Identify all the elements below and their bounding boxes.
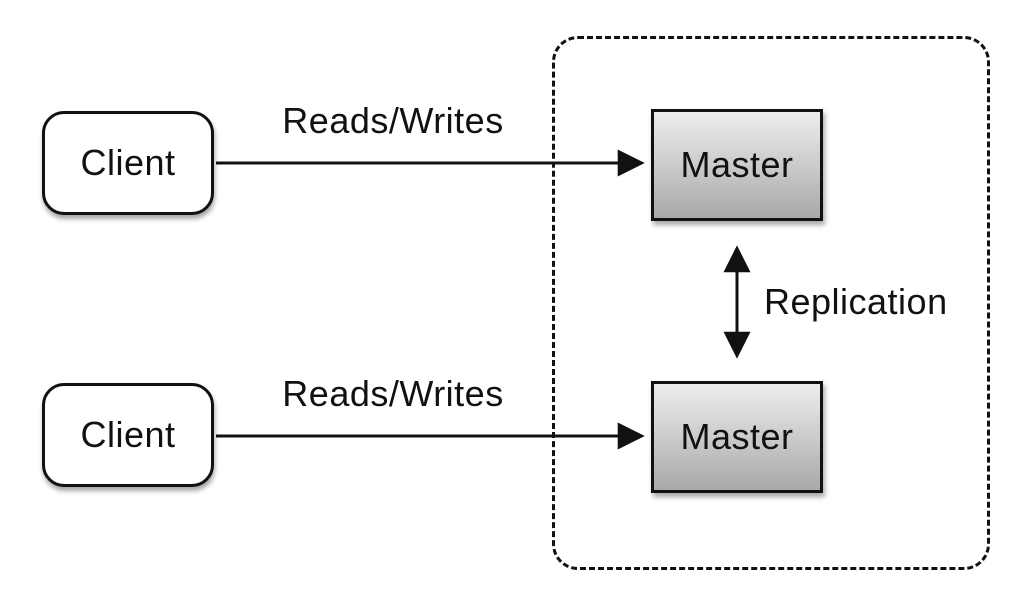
master-node-bottom: Master [651, 381, 823, 493]
replication-boundary-box [552, 36, 990, 570]
client-node-bottom-label: Client [80, 414, 176, 455]
client-node-top: Client [42, 111, 214, 215]
master-node-top: Master [651, 109, 823, 221]
reads-writes-label-bottom: Reads/Writes [282, 373, 504, 414]
master-node-bottom-label: Master [680, 416, 794, 457]
client-node-top-label: Client [80, 142, 176, 183]
master-node-top-label: Master [680, 144, 794, 185]
client-node-bottom: Client [42, 383, 214, 487]
replication-label: Replication [764, 281, 948, 322]
reads-writes-label-top: Reads/Writes [282, 100, 504, 141]
